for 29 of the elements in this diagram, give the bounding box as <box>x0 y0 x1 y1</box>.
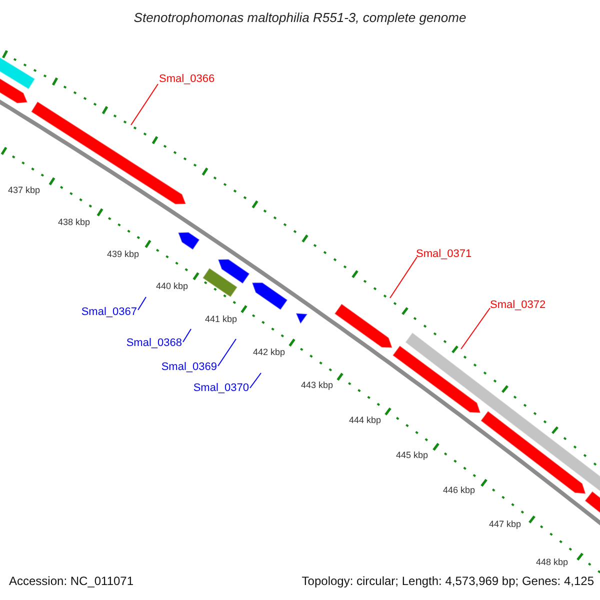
gene-label: Smal_0367 <box>81 306 137 318</box>
scale-label: 448 kbp <box>536 557 568 567</box>
gene-label: Smal_0372 <box>490 299 546 311</box>
diagram-title: Stenotrophomonas maltophilia R551-3, complete genome <box>132 10 468 25</box>
leader-line <box>138 296 146 310</box>
scale-label: 447 kbp <box>488 519 522 529</box>
scale-label: 445 kbp <box>396 450 428 460</box>
footer-text: Accession: NC_011071 <box>9 574 134 588</box>
scale-label: 444 kbp <box>348 415 382 425</box>
leader-line <box>218 338 236 366</box>
leader-line <box>390 256 418 298</box>
scale-label: 439 kbp <box>106 249 140 259</box>
leader-line <box>130 84 158 126</box>
gene-label: Smal_0370 <box>193 382 249 394</box>
gene-label: Smal_0371 <box>416 248 472 260</box>
scale-label: 437 kbp <box>8 185 40 195</box>
scale-label: 443 kbp <box>300 380 334 390</box>
scale-label: 438 kbp <box>58 217 90 227</box>
footer-text: Topology: circular; Length: 4,573,969 bp; Genes: 4,125 <box>302 574 594 588</box>
scale-label: 442 kbp <box>252 347 286 357</box>
leader-line <box>460 308 490 350</box>
leader-line <box>250 372 262 388</box>
scale-label: 446 kbp <box>442 485 476 495</box>
gene-label: Smal_0366 <box>159 73 215 85</box>
gene-label: Smal_0369 <box>161 361 217 373</box>
scale-label: 440 kbp <box>156 281 188 291</box>
scale-label: 441 kbp <box>204 314 238 324</box>
gene-label: Smal_0368 <box>126 337 182 349</box>
leader-line <box>182 328 192 342</box>
